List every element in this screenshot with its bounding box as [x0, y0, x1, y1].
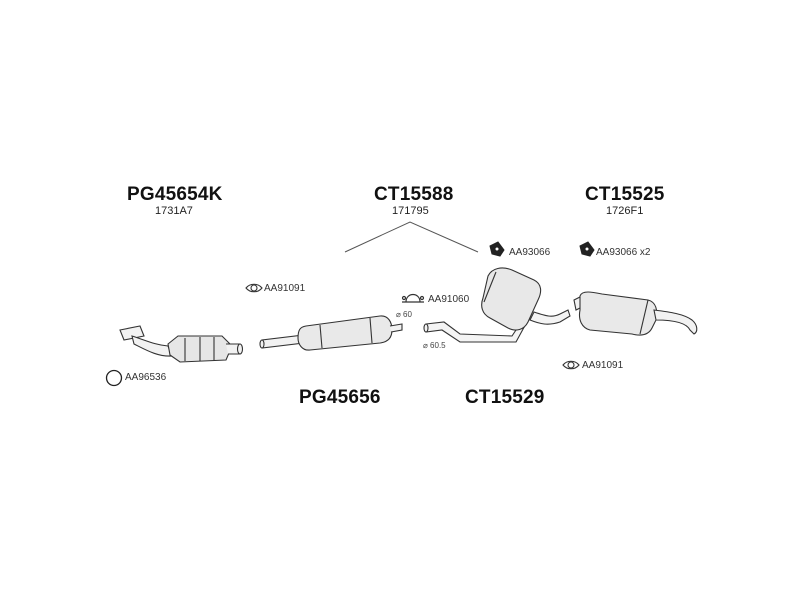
rubber-mount-icon-2	[579, 241, 595, 257]
accessory-label-gasket-front: AA91091	[264, 283, 306, 294]
assembly-bracket-line	[344, 221, 479, 253]
part-number-rear-silencer: CT15525	[585, 184, 665, 205]
oe-number-rear-silencer: 1726F1	[606, 205, 644, 217]
ring-icon	[105, 369, 123, 387]
oe-number-center-assembly: 171795	[392, 205, 429, 217]
part-number-intermediate-pipe: CT15529	[465, 387, 545, 408]
middle-silencer-drawing	[259, 315, 403, 351]
part-number-middle-silencer: PG45656	[299, 387, 381, 408]
accessory-label-rubber-mount-1: AA93066	[509, 247, 551, 258]
gasket-rear-icon	[562, 360, 580, 370]
gasket-front-icon	[245, 283, 263, 293]
oe-number-catalytic-converter: 1731A7	[155, 205, 193, 217]
rear-silencer-drawing	[573, 291, 698, 336]
accessory-label-gasket-rear: AA91091	[582, 360, 624, 371]
accessory-label-clamp: AA91060	[428, 294, 470, 305]
dimension-label-60: ⌀ 60	[396, 310, 412, 319]
dimension-label-60-5: ⌀ 60.5	[423, 341, 446, 350]
rubber-mount-icon-1	[489, 241, 505, 257]
accessory-label-ring: AA96536	[125, 372, 167, 383]
catalytic-converter-drawing	[119, 325, 244, 363]
clamp-icon	[401, 293, 425, 303]
part-number-catalytic-converter: PG45654K	[127, 184, 223, 205]
accessory-label-rubber-mount-2: AA93066 x2	[596, 247, 651, 258]
intermediate-pipe-drawing	[423, 267, 571, 343]
part-number-center-assembly: CT15588	[374, 184, 454, 205]
